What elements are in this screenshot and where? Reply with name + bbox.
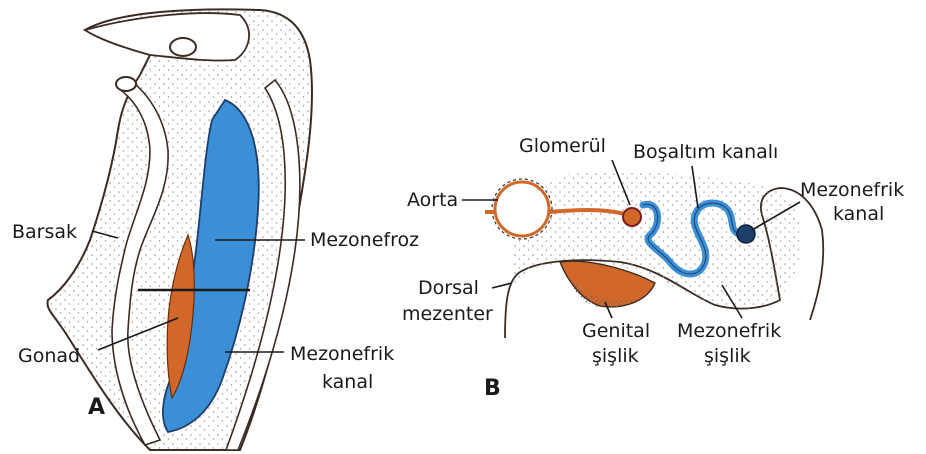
- label-bosaltim-kanali: Boşaltım kanalı: [633, 141, 778, 163]
- label-mezonefroz: Mezonefroz: [310, 229, 419, 251]
- mesonephric-duct: [737, 225, 755, 243]
- label-glomerul: Glomerül: [519, 135, 606, 157]
- stippled-mesoderm: [512, 172, 803, 308]
- label-mezonefrik-kanal-b-line1: Mezonefrik: [800, 179, 904, 201]
- label-mezonefrik-kanal-a-line2: kanal: [322, 371, 373, 393]
- label-genital-line2: şişlik: [592, 345, 639, 367]
- label-mezonefrik-sislik-line2: şişlik: [704, 345, 751, 367]
- panel-letter-a: A: [88, 395, 105, 420]
- label-aorta: Aorta: [407, 189, 458, 211]
- panel-letter-b: B: [484, 376, 501, 401]
- neural-canal: [170, 38, 196, 56]
- label-gonad: Gonad: [18, 345, 80, 367]
- panel-a-illustration: [47, 9, 312, 450]
- label-mezonefrik-kanal-b-line2: kanal: [833, 203, 884, 225]
- label-barsak: Barsak: [12, 221, 77, 243]
- glomerulus: [623, 208, 641, 226]
- panel-b-illustration: [485, 172, 823, 338]
- label-mezonefrik-kanal-a-line1: Mezonefrik: [290, 343, 394, 365]
- aorta: [495, 182, 549, 236]
- label-dorsal-line2: mezenter: [402, 303, 493, 325]
- label-mezonefrik-sislik-line1: Mezonefrik: [677, 320, 781, 342]
- vessel-opening: [116, 77, 136, 91]
- label-genital-line1: Genital: [582, 320, 650, 342]
- label-dorsal-line1: Dorsal: [418, 277, 479, 299]
